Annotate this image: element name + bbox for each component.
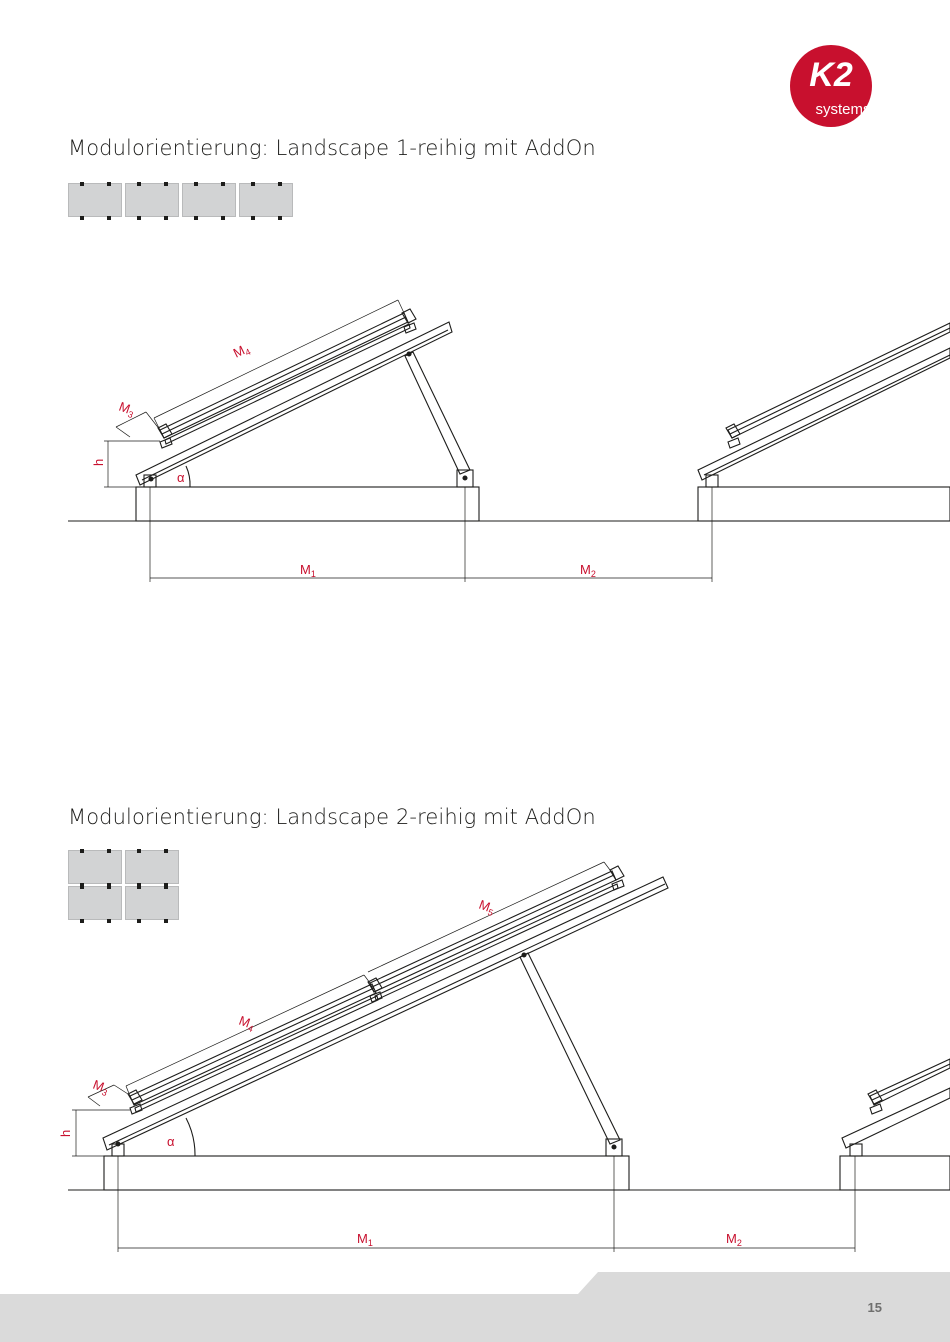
- module-tile: [68, 182, 122, 220]
- logo-mark: K2: [809, 56, 853, 94]
- module-tile: [239, 182, 293, 220]
- module-clamp-lower: [157, 423, 173, 449]
- module-clamp-upper: [401, 308, 417, 334]
- m2-label: M2: [580, 562, 596, 579]
- m3-label: M3: [116, 399, 137, 420]
- mounting-rail: [135, 321, 453, 486]
- tilt-angle-arc: [185, 1117, 196, 1157]
- m1-label: M1: [300, 562, 316, 579]
- ballast-base-next: [839, 1155, 950, 1191]
- module-clamp-lower: [127, 1089, 143, 1115]
- angle-label: α: [177, 470, 185, 485]
- logo-circle: [790, 45, 872, 127]
- m4-label: M4: [236, 1013, 257, 1034]
- next-row-module: [727, 322, 950, 439]
- module-tile: [68, 885, 122, 923]
- mounting-diagram-1row: M4 M3 h α M1 M2: [68, 299, 950, 582]
- h-label: h: [58, 1130, 73, 1137]
- m3-label: M3: [90, 1077, 111, 1098]
- m5-label: M5: [476, 897, 497, 918]
- section-heading-1: Modulorientierung: Landscape 1-reihig mi…: [68, 136, 596, 160]
- rear-support: [519, 952, 621, 1145]
- k2-systems-logo: K2 systems: [790, 45, 872, 127]
- module-tile: [125, 885, 179, 923]
- ballast-base: [135, 486, 480, 522]
- h-label: h: [91, 459, 106, 466]
- footer-band: [0, 1272, 950, 1342]
- next-row-rail: [697, 347, 950, 481]
- module-tile: [68, 849, 122, 887]
- module-tile: [125, 182, 179, 220]
- m2-label: M2: [726, 1231, 742, 1248]
- mounting-rail: [102, 876, 669, 1151]
- m4-label: M4: [231, 340, 253, 362]
- ballast-base: [103, 1155, 630, 1191]
- module-tile: [182, 182, 236, 220]
- m1-label: M1: [357, 1231, 373, 1248]
- module-clamp-middle: [367, 977, 383, 1003]
- ballast-base-next: [697, 486, 950, 522]
- rear-support: [404, 351, 471, 475]
- section-heading-2: Modulorientierung: Landscape 2-reihig mi…: [68, 805, 596, 829]
- tilt-angle-arc: [185, 465, 191, 488]
- logo-subtext: systems: [815, 101, 870, 118]
- module-tile: [125, 849, 179, 887]
- angle-label: α: [167, 1134, 175, 1149]
- mounting-diagram-2row: M5 M4 M3 h α M1 M2: [58, 861, 950, 1252]
- rear-pivot: [462, 475, 468, 481]
- next-row-rail: [841, 1087, 950, 1149]
- page-number: 15: [867, 1300, 882, 1315]
- module-clamp-upper: [609, 865, 625, 891]
